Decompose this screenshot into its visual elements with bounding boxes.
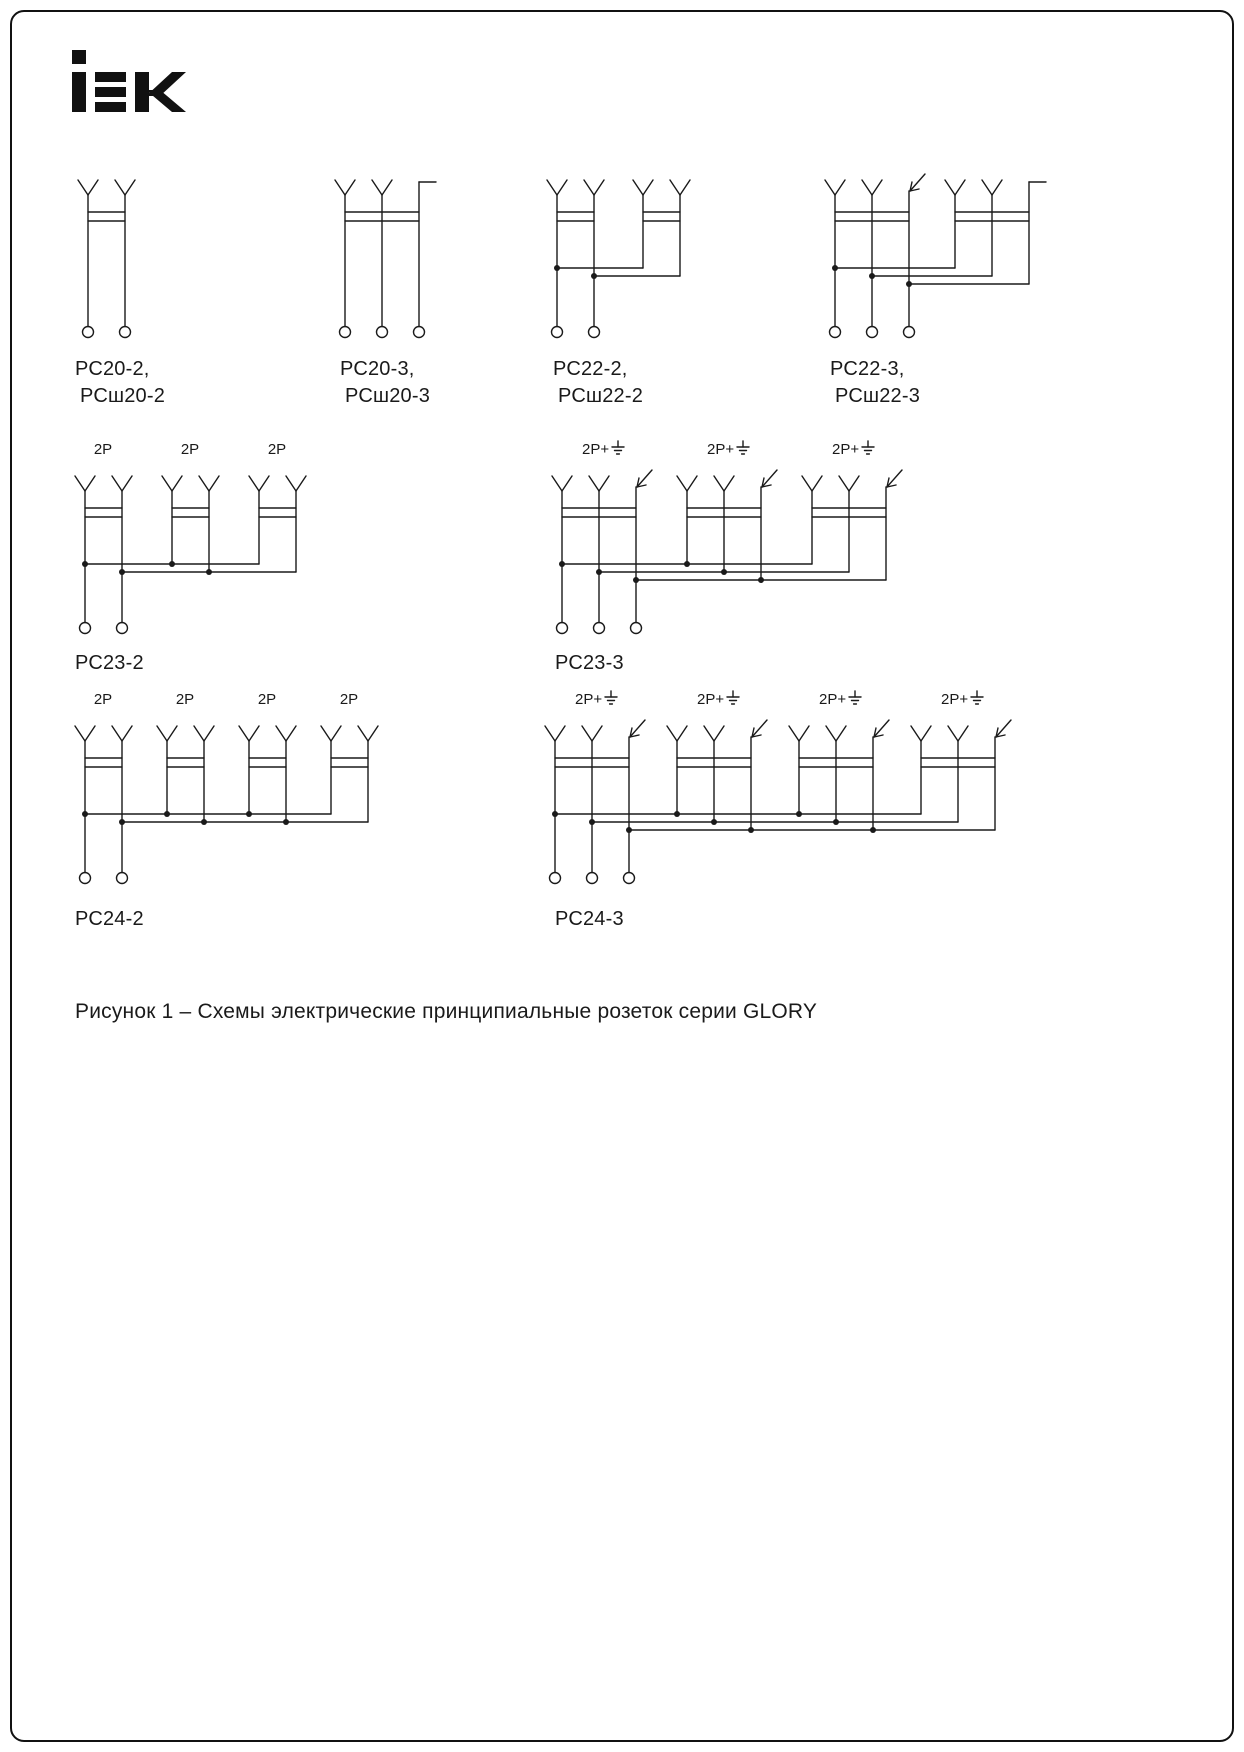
figure-caption: Рисунок 1 – Схемы электрические принципи… [75,1000,818,1023]
caption-pc24-2: РС24-2 [75,906,144,933]
svg-text:2Р+: 2Р+ [697,691,724,708]
svg-text:2Р+: 2Р+ [707,441,734,458]
svg-text:2Р: 2Р [268,441,286,458]
schematic-pc24-2: 2Р 2Р 2Р 2Р [72,688,398,888]
schematic-pc22-3 [823,160,1059,342]
svg-text:2Р: 2Р [176,691,194,708]
iek-logo [72,50,186,112]
caption-line: РС22-3, [830,358,905,380]
schematic-pc23-3: 2Р+ 2Р+ 2Р+ [548,438,916,638]
caption-pc22-3: РС22-3, РСш22-3 [830,356,920,410]
schematic-pc20-3 [334,160,449,342]
schematic-pc24-3: 2Р+ 2Р+ 2Р+ 2Р+ [540,688,1025,888]
caption-line: РС20-2, [75,358,150,380]
caption-line: РСш20-2 [80,385,166,407]
schematic-pc23-2: 2Р 2Р 2Р [72,438,326,638]
caption-pc22-2: РС22-2, РСш22-2 [553,356,643,410]
svg-text:2Р+: 2Р+ [575,691,602,708]
svg-text:2Р+: 2Р+ [832,441,859,458]
caption-line: РС23-2 [75,652,144,674]
svg-text:2Р: 2Р [181,441,199,458]
caption-line: РСш22-2 [558,385,644,407]
svg-text:2Р: 2Р [94,691,112,708]
schematic-pc20-2 [70,160,155,342]
caption-line: РС24-2 [75,908,144,930]
svg-text:2Р+: 2Р+ [941,691,968,708]
svg-text:2Р: 2Р [340,691,358,708]
caption-line: РС22-2, [553,358,628,380]
caption-pc24-3: РС24-3 [555,906,624,933]
caption-pc20-3: РС20-3, РСш20-3 [340,356,430,410]
caption-line: РС24-3 [555,908,624,930]
svg-text:2Р+: 2Р+ [819,691,846,708]
caption-line: РС20-3, [340,358,415,380]
svg-text:2Р: 2Р [94,441,112,458]
caption-line: РСш22-3 [835,385,921,407]
caption-pc23-2: РС23-2 [75,650,144,677]
caption-pc23-3: РС23-3 [555,650,624,677]
svg-text:2Р+: 2Р+ [582,441,609,458]
schematic-pc22-2 [546,160,710,342]
caption-line: РСш20-3 [345,385,431,407]
caption-line: РС23-3 [555,652,624,674]
caption-pc20-2: РС20-2, РСш20-2 [75,356,165,410]
svg-text:2Р: 2Р [258,691,276,708]
